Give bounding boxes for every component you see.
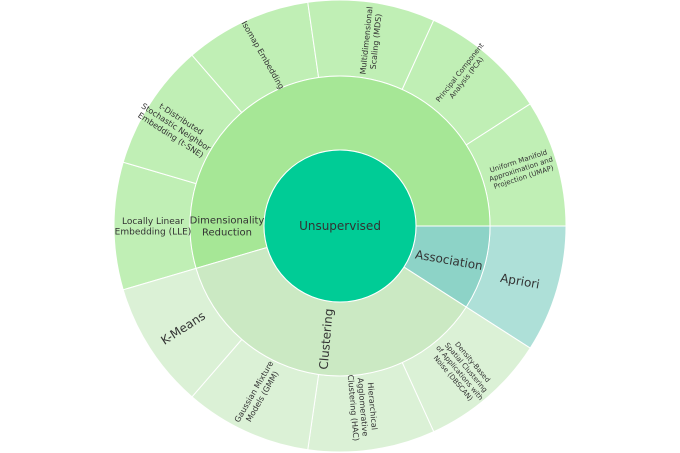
- group-label-clustering: Clustering: [317, 308, 336, 370]
- leaf-label-apriori: Apriori: [499, 271, 541, 292]
- root-segment[interactable]: [263, 149, 417, 303]
- leaf-label-uniform-manifold-approximation-and-projection-umap: Uniform ManifoldApproximation andProject…: [486, 147, 557, 191]
- root-label: Unsupervised: [299, 219, 381, 233]
- leaf-label-hierarchical-agglomerative-clustering-hac: HierarchicalAgglomerativeClustering (HAC…: [346, 373, 380, 442]
